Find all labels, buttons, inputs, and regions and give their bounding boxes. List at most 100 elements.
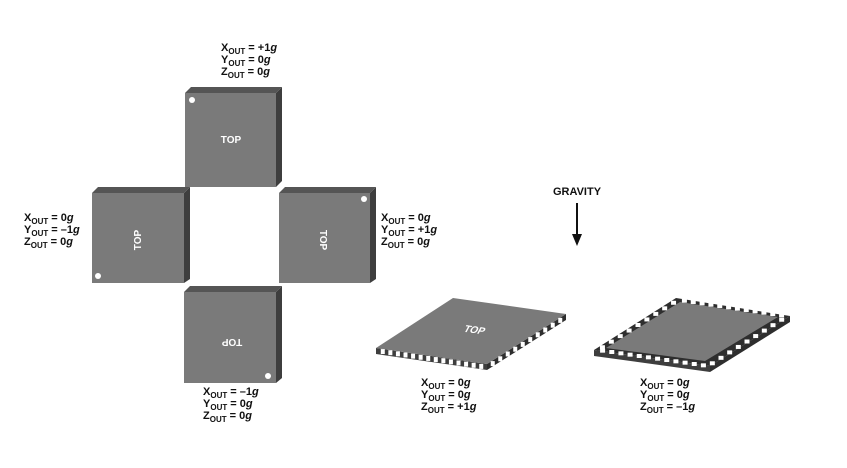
pad [550,322,555,328]
pad [735,344,741,349]
y-out-value: YOUT = 0g [203,398,253,412]
pad [448,359,453,365]
pad [380,349,385,355]
x-out-value: XOUT = 0g [24,212,74,226]
pad [599,345,605,350]
pad [456,360,461,366]
pad [464,361,469,367]
pad [433,357,438,363]
pad [543,327,548,333]
pad [681,298,687,303]
pad [743,308,749,312]
x-out-value: XOUT = 0g [421,377,471,391]
z-out-value: ZOUT = +1g [421,401,477,415]
pad [753,334,759,339]
pad [627,352,633,357]
pad [535,332,540,338]
z-out-value: ZOUT = 0g [221,66,270,80]
pad [779,313,785,318]
gravity-indicator: GRAVITY [553,186,602,246]
pad [441,358,446,364]
chip-left: TOP [92,187,190,283]
chip-bottom-label: TOP [221,336,242,347]
pad [761,310,767,315]
pad [734,306,740,311]
pad [528,337,533,343]
x-out-value: XOUT = +1g [221,42,277,56]
pad [770,312,776,316]
pad [717,304,723,308]
pad [673,359,679,364]
chip-left-label: TOP [133,229,144,250]
pad [691,362,697,366]
pad [653,311,659,316]
pad [636,354,642,358]
pads-front-row [380,349,484,369]
pads-perimeter [599,298,785,368]
gravity-arrow-head [572,234,582,246]
pad [498,356,503,362]
pad [718,355,724,360]
y-out-value: YOUT = +1g [381,224,437,238]
z-out-value: ZOUT = 0g [381,236,430,250]
gravity-label: GRAVITY [553,186,602,198]
pin1-dot [95,273,101,279]
pad [779,317,785,322]
pin1-dot [361,196,367,202]
pad [513,346,518,352]
pad [490,361,495,367]
pad [609,350,615,354]
chip-right: TOP [279,187,376,283]
pad [727,350,733,355]
pad [520,341,525,347]
x-out-value: XOUT = –1g [203,386,259,400]
y-out-value: YOUT = 0g [640,389,690,403]
pad [558,317,563,323]
pad [411,353,416,359]
pad [608,339,614,344]
pad [618,351,624,356]
y-out-value: YOUT = 0g [221,54,271,68]
chip-top: TOP [185,87,282,187]
pads-side-row [490,317,563,367]
z-out-value: ZOUT = 0g [203,410,252,424]
pad [600,348,606,353]
pad [726,305,732,310]
pad [471,362,476,368]
y-out-value: YOUT = 0g [421,389,471,403]
pad [699,301,705,306]
pad [671,300,677,305]
pad [770,323,776,328]
y-out-value: YOUT = –1g [24,224,80,238]
pad [626,328,632,333]
pad [700,363,706,368]
chip-flat-down [594,298,790,372]
pad [479,363,484,369]
pad [664,358,670,362]
z-out-value: ZOUT = –1g [640,401,695,415]
pad [617,334,623,339]
pad [395,351,400,357]
pad [388,350,393,356]
pad [426,355,431,361]
z-out-value: ZOUT = 0g [24,236,73,250]
pad [752,309,758,314]
x-out-value: XOUT = 0g [640,377,690,391]
pad [708,302,714,307]
chip-top-label: TOP [221,135,242,146]
pad [403,352,408,358]
pad [709,361,715,366]
chip-bottom: TOP [184,286,282,383]
pad [662,306,668,311]
pad [645,355,651,360]
pin1-dot [265,373,271,379]
pad [505,351,510,357]
x-out-value: XOUT = 0g [381,212,431,226]
